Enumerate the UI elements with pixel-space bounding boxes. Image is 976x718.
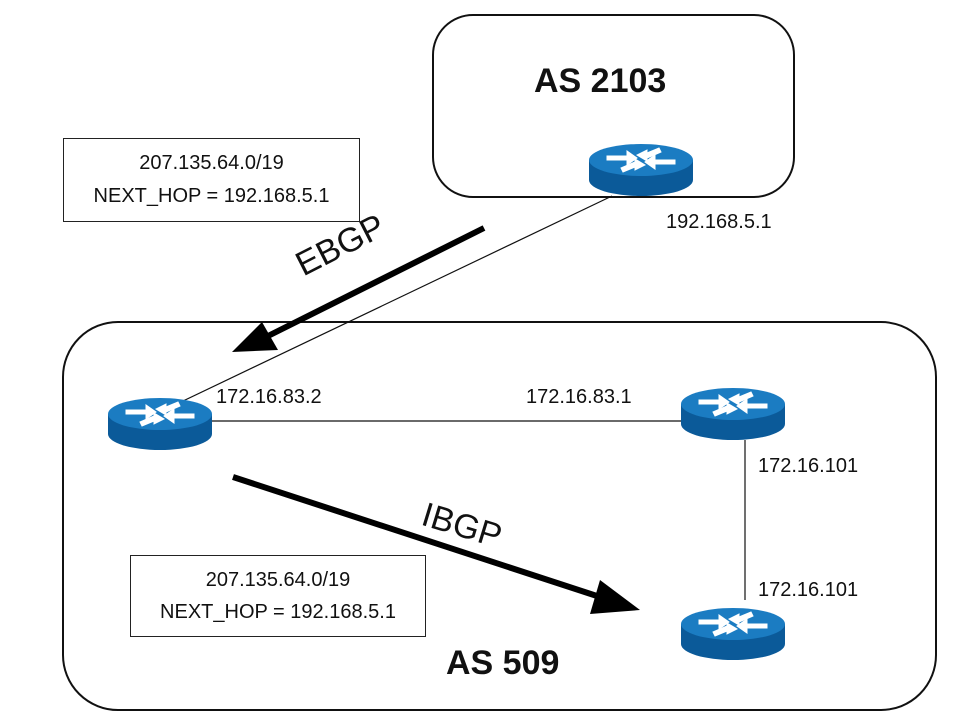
ip-label-as2103-router: 192.168.5.1 [666, 211, 772, 233]
ibgp-update-box: 207.135.64.0/19 NEXT_HOP = 192.168.5.1 [130, 555, 426, 637]
ibgp-update-next-hop: NEXT_HOP = 192.168.5.1 [160, 600, 396, 623]
as-2103-title: AS 2103 [534, 62, 667, 100]
router-icon [589, 144, 693, 196]
ibgp-arrow [232, 474, 640, 614]
as-509-title: AS 509 [446, 644, 560, 682]
as-509-boundary [62, 321, 937, 711]
router-icon [681, 388, 785, 440]
ibgp-update-prefix: 207.135.64.0/19 [205, 568, 351, 591]
router-icon [681, 608, 785, 660]
ebgp-update-box: 207.135.64.0/19 NEXT_HOP = 192.168.5.1 [63, 138, 360, 222]
as-2103-boundary [432, 14, 795, 198]
ebgp-update-next-hop: NEXT_HOP = 192.168.5.1 [93, 185, 330, 207]
ip-label-right-router: 172.16.83.1 [526, 386, 632, 408]
router-icon [108, 398, 212, 450]
ip-label-right-router-link: 172.16.101 [758, 455, 859, 477]
ebgp-update-prefix: 207.135.64.0/19 [139, 152, 284, 174]
ip-label-bottom-router: 172.16.101 [758, 579, 859, 601]
ebgp-arrow [232, 225, 486, 352]
ebgp-link [159, 195, 613, 413]
ip-label-edge-router: 172.16.83.2 [216, 386, 322, 408]
